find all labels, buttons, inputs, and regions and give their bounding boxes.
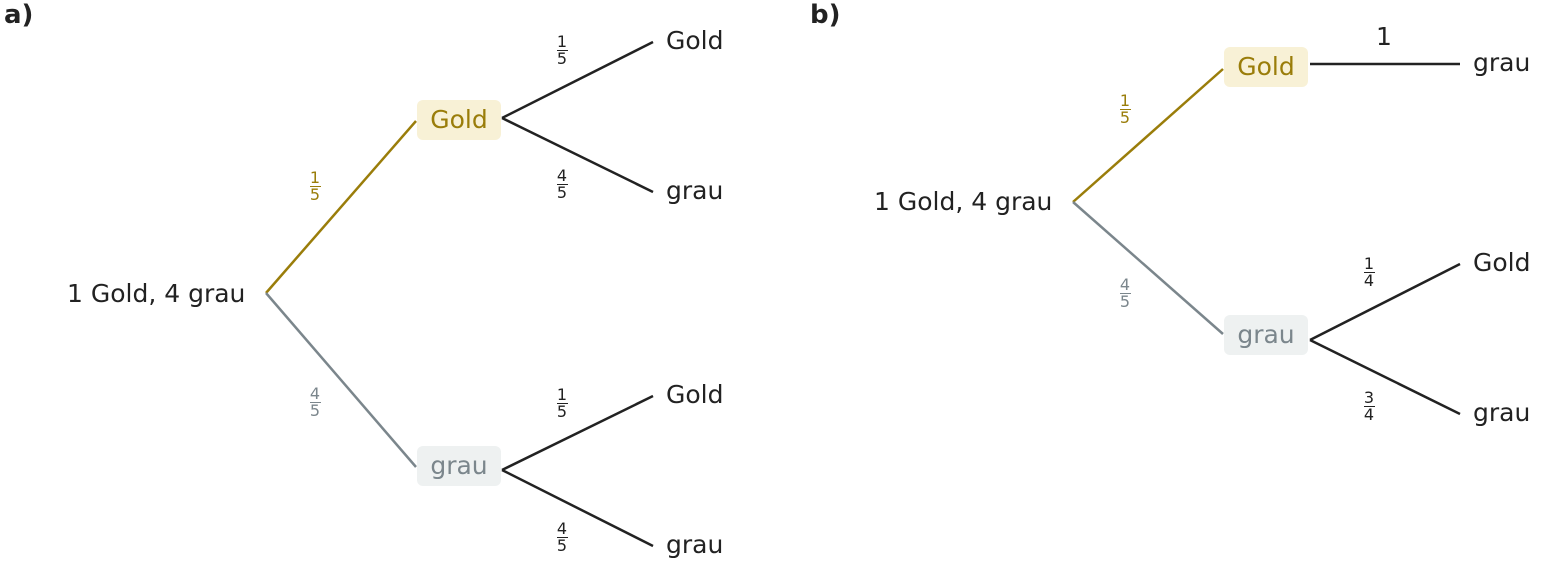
b-edge-grau-grau xyxy=(1309,338,1461,416)
fraction-denominator: 5 xyxy=(556,183,568,202)
fraction-numerator: 4 xyxy=(556,519,568,538)
panel-b-prob-gold: 1 5 xyxy=(1110,93,1140,126)
panel-a-leaf-grau-gold: Gold xyxy=(666,380,724,409)
fraction-denominator: 5 xyxy=(1119,108,1131,127)
fraction-denominator: 5 xyxy=(309,185,321,204)
panel-a-prob-grau-gold: 1 5 xyxy=(547,387,577,420)
panel-b-prob-gold-grau: 1 xyxy=(1376,22,1392,51)
fraction-denominator: 5 xyxy=(556,536,568,555)
panel-a-node-gold: Gold xyxy=(417,100,501,140)
a-edge-grau-gold xyxy=(501,394,654,472)
fraction-denominator: 5 xyxy=(309,401,321,420)
panel-b-leaf-gold-grau: grau xyxy=(1473,48,1531,77)
panel-a-prob-gold-grau: 4 5 xyxy=(547,168,577,201)
b-edge-grau-gold xyxy=(1309,262,1461,342)
a-edge-gold-grau xyxy=(501,116,654,194)
b-edge-root-gold xyxy=(1072,68,1224,203)
panel-a-node-grau: grau xyxy=(417,446,501,486)
fraction-denominator: 4 xyxy=(1363,405,1375,424)
fraction-numerator: 1 xyxy=(1119,91,1131,110)
panel-b-prob-grau-gold: 1 4 xyxy=(1354,256,1384,289)
fraction-denominator: 5 xyxy=(556,49,568,68)
a-edge-grau-grau xyxy=(501,468,654,548)
fraction-numerator: 3 xyxy=(1363,388,1375,407)
fraction-numerator: 1 xyxy=(556,32,568,51)
panel-b-prob-grau: 4 5 xyxy=(1110,277,1140,310)
panel-a-prob-grau-grau: 4 5 xyxy=(547,521,577,554)
panel-a-leaf-grau-grau: grau xyxy=(666,530,724,559)
fraction-denominator: 5 xyxy=(1119,292,1131,311)
panel-b-node-gold: Gold xyxy=(1224,47,1308,87)
fraction-numerator: 1 xyxy=(1363,254,1375,273)
panel-b-root: 1 Gold, 4 grau xyxy=(874,187,1053,216)
panel-b-leaf-grau-grau: grau xyxy=(1473,398,1531,427)
fraction-numerator: 4 xyxy=(556,166,568,185)
fraction-numerator: 4 xyxy=(1119,275,1131,294)
panel-a-prob-gold-gold: 1 5 xyxy=(547,34,577,67)
panel-b-node-grau: grau xyxy=(1224,315,1308,355)
panel-a-prob-gold: 1 5 xyxy=(300,170,330,203)
panel-b-prob-grau-grau: 3 4 xyxy=(1354,390,1384,423)
panel-a-leaf-gold-grau: grau xyxy=(666,176,724,205)
fraction-numerator: 4 xyxy=(309,384,321,403)
panel-a-leaf-gold-gold: Gold xyxy=(666,26,724,55)
panel-a-prob-grau: 4 5 xyxy=(300,386,330,419)
panel-a-label: a) xyxy=(4,0,34,30)
a-edge-root-grau xyxy=(265,292,417,468)
fraction-denominator: 4 xyxy=(1363,271,1375,290)
panel-a-root: 1 Gold, 4 grau xyxy=(67,279,246,308)
b-edge-root-grau xyxy=(1072,201,1224,335)
a-edge-gold-gold xyxy=(501,40,654,120)
a-edge-root-gold xyxy=(265,120,417,294)
panel-b-leaf-grau-gold: Gold xyxy=(1473,248,1531,277)
fraction-numerator: 1 xyxy=(556,385,568,404)
panel-b-label: b) xyxy=(810,0,841,30)
fraction-denominator: 5 xyxy=(556,402,568,421)
fraction-numerator: 1 xyxy=(309,168,321,187)
